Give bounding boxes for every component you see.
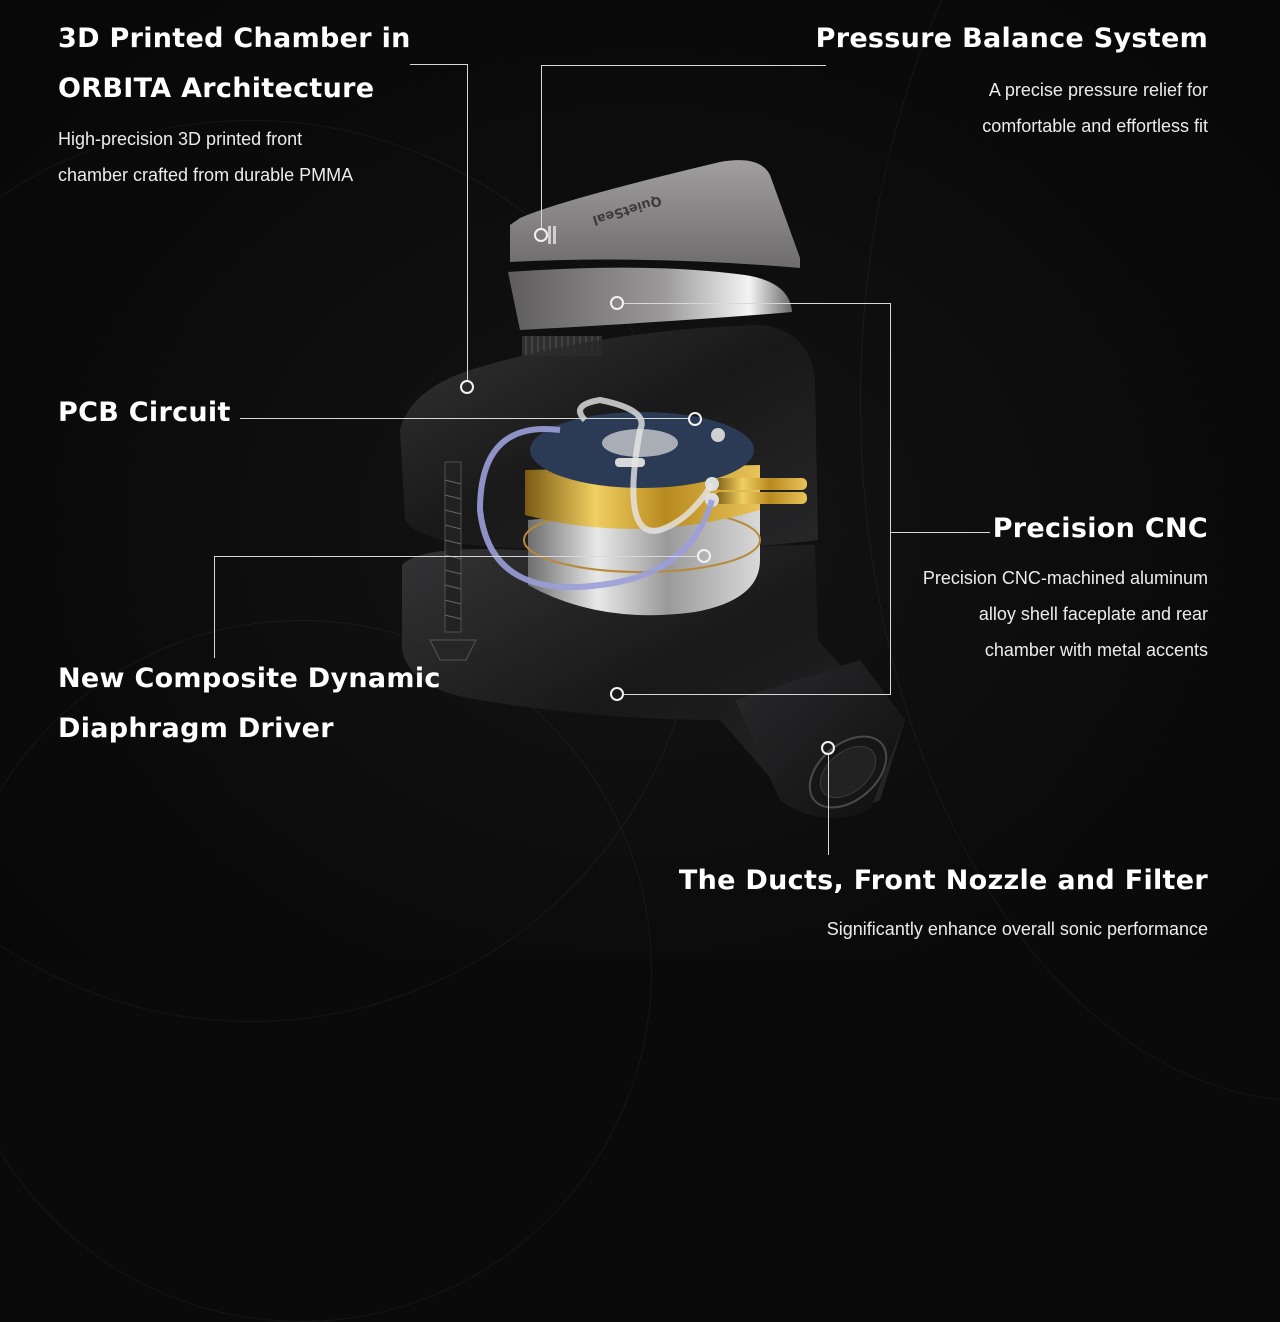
callout-line-cnc (890, 532, 990, 533)
desc-line: Significantly enhance overall sonic perf… (826, 919, 1208, 939)
callout-marker-cnc-faceplate (610, 296, 624, 310)
callout-marker-cnc-rear (610, 687, 624, 701)
desc-line: A precise pressure relief for (988, 80, 1208, 100)
title-line: ORBITA Architecture (58, 73, 375, 104)
callout-line-cnc (624, 694, 891, 695)
callout-marker-pressure (534, 228, 548, 242)
callout-title-pressure: Pressure Balance System (816, 14, 1208, 64)
title-line: Pressure Balance System (815, 23, 1208, 54)
callout-line-nozzle (828, 755, 829, 855)
callout-marker-nozzle (821, 741, 835, 755)
callout-title-pcb: PCB Circuit (58, 388, 231, 438)
iem-exploded-illustration: QuietSeal (400, 160, 905, 818)
callout-title-driver: New Composite Dynamic Diaphragm Driver (58, 654, 441, 754)
callout-line-chamber (410, 64, 467, 65)
callout-line-chamber (467, 64, 468, 382)
desc-line: chamber crafted from durable PMMA (58, 165, 354, 185)
title-line: Diaphragm Driver (58, 713, 334, 744)
callout-title-cnc: Precision CNC (993, 504, 1208, 554)
desc-line: High-precision 3D printed front (58, 129, 303, 149)
callout-desc-cnc: Precision CNC-machined aluminum alloy sh… (923, 560, 1208, 668)
title-line: PCB Circuit (58, 397, 231, 428)
desc-line: comfortable and effortless fit (982, 116, 1208, 136)
desc-line: alloy shell faceplate and rear (978, 604, 1208, 624)
callout-title-chamber: 3D Printed Chamber in ORBITA Architectur… (58, 14, 411, 114)
callout-marker-pcb (688, 412, 702, 426)
callout-line-pressure (541, 65, 542, 229)
callout-marker-driver (697, 549, 711, 563)
callout-desc-nozzle: Significantly enhance overall sonic perf… (827, 911, 1208, 947)
desc-line: chamber with metal accents (984, 640, 1208, 660)
callout-line-driver (214, 556, 698, 557)
callout-marker-chamber (460, 380, 474, 394)
callout-line-cnc (624, 303, 890, 304)
title-line: 3D Printed Chamber in (58, 23, 411, 54)
desc-line: Precision CNC-machined aluminum (922, 568, 1208, 588)
callout-title-nozzle: The Ducts, Front Nozzle and Filter (679, 856, 1208, 906)
title-line: Precision CNC (992, 513, 1208, 544)
callout-desc-chamber: High-precision 3D printed front chamber … (58, 121, 353, 193)
callout-desc-pressure: A precise pressure relief for comfortabl… (982, 72, 1208, 144)
callout-line-driver (214, 556, 215, 658)
callout-line-pcb (240, 418, 688, 419)
callout-line-cnc (890, 303, 891, 695)
callout-line-pressure (541, 65, 826, 66)
title-line: New Composite Dynamic (58, 663, 441, 694)
title-line: The Ducts, Front Nozzle and Filter (678, 865, 1208, 896)
